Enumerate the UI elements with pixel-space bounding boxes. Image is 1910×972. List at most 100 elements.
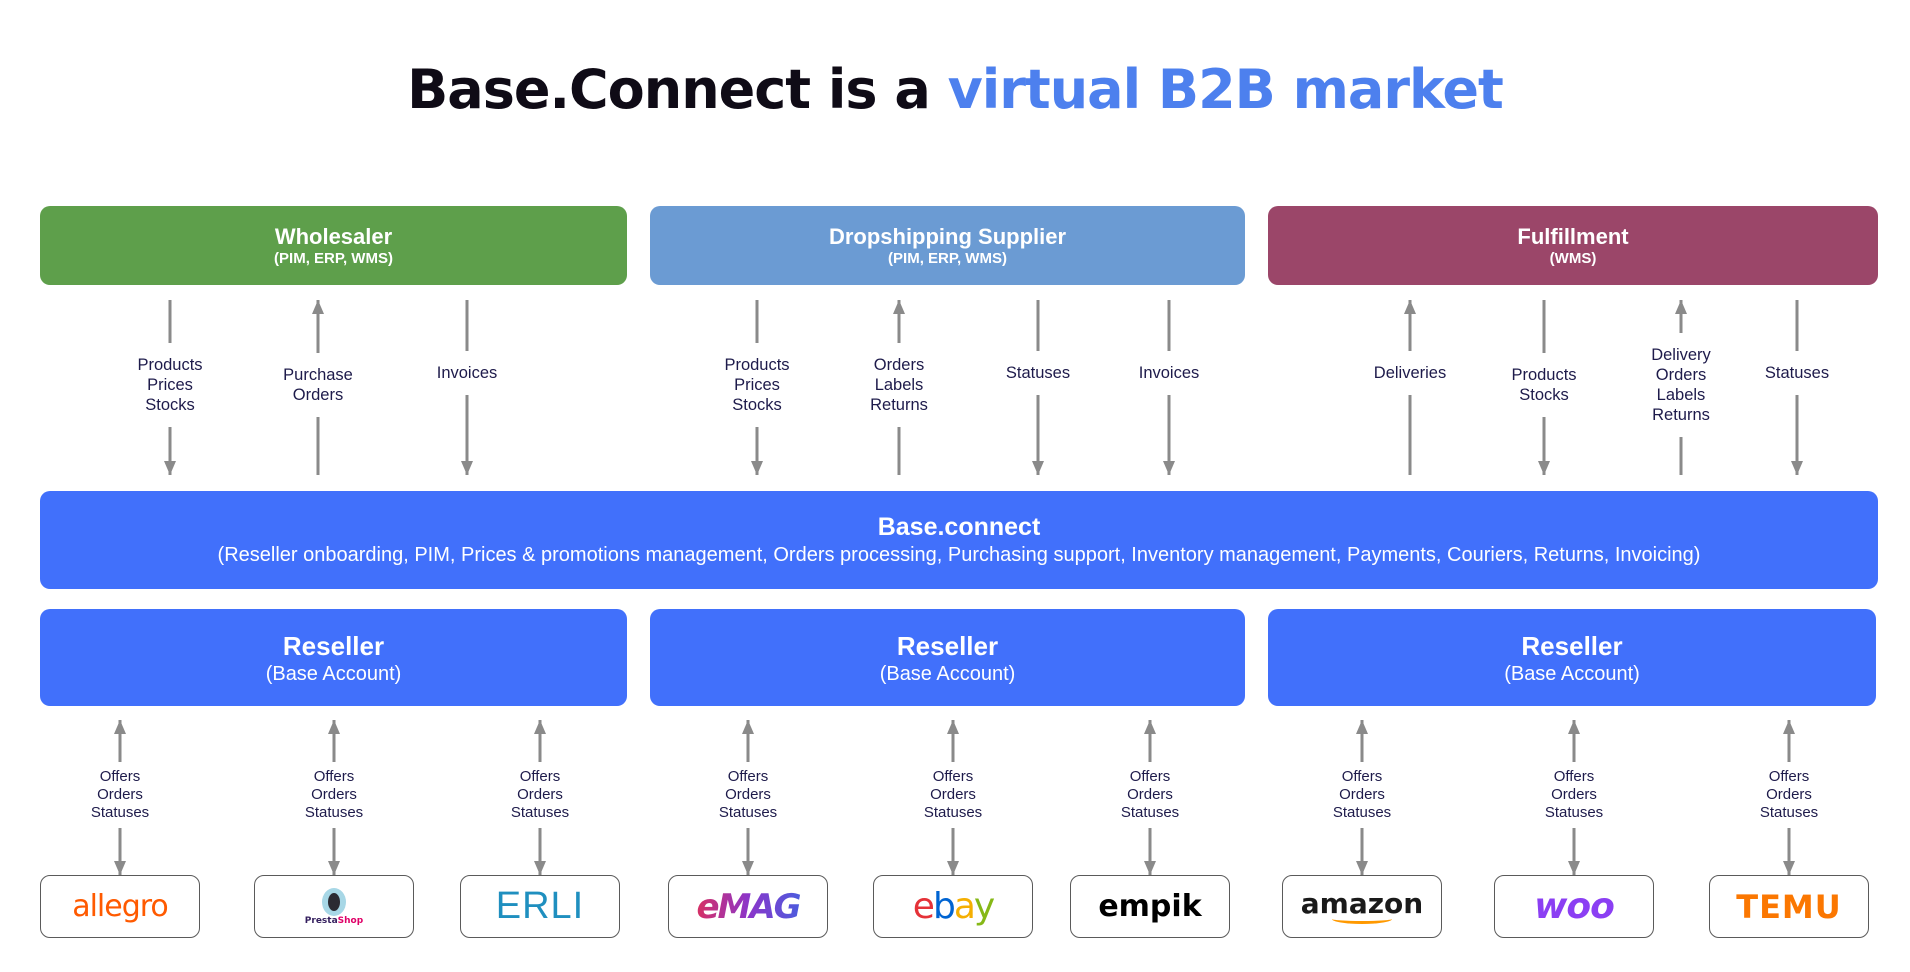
arrow-head-up bbox=[742, 720, 754, 734]
base-connect-box: Base.connect (Reseller onboarding, PIM, … bbox=[40, 491, 1878, 589]
arrow-head-down bbox=[947, 861, 959, 875]
woocommerce-logo-icon: woo bbox=[1534, 886, 1615, 927]
arrow-head-up bbox=[1568, 720, 1580, 734]
marketplace-amazon[interactable]: amazon bbox=[1282, 875, 1442, 938]
arrow-head-down bbox=[1791, 461, 1803, 475]
flow-label-line: Returns bbox=[1652, 406, 1710, 424]
flow-label-line: Offers bbox=[1129, 768, 1171, 785]
marketplace-prestashop[interactable]: PrestaShop bbox=[254, 875, 414, 938]
arrow-head-up bbox=[1356, 720, 1368, 734]
prestashop-puffin-icon bbox=[322, 887, 346, 916]
flow-label-line: Statuses bbox=[90, 804, 150, 821]
arrow-head-down bbox=[164, 461, 176, 475]
arrow-head-down bbox=[534, 861, 546, 875]
marketplace-temu[interactable]: TEMU bbox=[1709, 875, 1869, 938]
flow-label-line: Labels bbox=[1656, 386, 1706, 404]
arrow-head-up bbox=[893, 300, 905, 314]
dropshipping-supplier-box: Dropshipping Supplier (PIM, ERP, WMS) bbox=[650, 206, 1245, 285]
flow-label-line: Statuses bbox=[1332, 804, 1392, 821]
arrow-head-up bbox=[534, 720, 546, 734]
flow-label-line: Statuses bbox=[304, 804, 364, 821]
flow-label-line: Offers bbox=[313, 768, 355, 785]
flow-label-line: Invoices bbox=[1138, 364, 1200, 382]
reseller-name: Reseller bbox=[896, 630, 999, 661]
flow-label-line: Prices bbox=[734, 376, 780, 394]
marketplace-empik[interactable]: empik bbox=[1070, 875, 1230, 938]
flow-label-line: Statuses bbox=[1764, 364, 1830, 382]
flow-label-line: Orders bbox=[517, 786, 563, 803]
flow-label-line: Orders bbox=[1766, 786, 1812, 803]
arrow-head-down bbox=[1163, 461, 1175, 475]
flow-label-line: Offers bbox=[99, 768, 141, 785]
flow-label-line: Orders bbox=[292, 386, 344, 404]
marketplace-ebay[interactable]: ebay bbox=[873, 875, 1033, 938]
wholesaler-box: Wholesaler (PIM, ERP, WMS) bbox=[40, 206, 627, 285]
flow-label-line: Statuses bbox=[1544, 804, 1604, 821]
arrow-head-down bbox=[114, 861, 126, 875]
arrow-head-up bbox=[947, 720, 959, 734]
flow-label-line: Orders bbox=[311, 786, 357, 803]
supplier-flow-label: Statuses bbox=[1006, 363, 1070, 383]
flow-label-line: Stocks bbox=[145, 396, 195, 414]
ebay-logo-icon: ebay bbox=[912, 886, 995, 927]
marketplace-emag[interactable]: eMAG bbox=[668, 875, 828, 938]
marketplace-woocommerce[interactable]: woo bbox=[1494, 875, 1654, 938]
title-highlight: virtual B2B market bbox=[947, 58, 1504, 121]
flow-label-line: Invoices bbox=[436, 364, 498, 382]
empik-logo-icon: empik bbox=[1098, 889, 1202, 924]
flow-label-line: Statuses bbox=[1120, 804, 1180, 821]
amazon-smile-icon bbox=[1332, 914, 1392, 924]
arrow-head-down bbox=[1568, 861, 1580, 875]
flow-label-line: Offers bbox=[727, 768, 769, 785]
marketplace-erli[interactable]: ERLI bbox=[460, 875, 620, 938]
base-connect-features: (Reseller onboarding, PIM, Prices & prom… bbox=[217, 544, 1701, 566]
arrow-head-down bbox=[751, 461, 763, 475]
flow-label-line: Orders bbox=[1655, 366, 1707, 384]
temu-logo-icon: TEMU bbox=[1736, 887, 1842, 926]
arrow-head-down bbox=[1783, 861, 1795, 875]
allegro-logo-icon: allegro bbox=[72, 889, 169, 924]
flow-label-line: Products bbox=[137, 356, 203, 374]
reseller-name: Reseller bbox=[1521, 630, 1623, 661]
title-prefix: Base.Connect is a bbox=[407, 58, 948, 121]
arrow-head-down bbox=[742, 861, 754, 875]
arrow-head-down bbox=[1032, 461, 1044, 475]
fulfillment-name: Fulfillment bbox=[1517, 223, 1629, 249]
arrow-head-down bbox=[461, 461, 473, 475]
emag-logo-icon: eMAG bbox=[696, 886, 800, 927]
supplier-flow-label: Deliveries bbox=[1374, 363, 1446, 383]
flow-label-line: Stocks bbox=[732, 396, 782, 414]
arrow-head-up bbox=[114, 720, 126, 734]
flow-label-line: Statuses bbox=[510, 804, 570, 821]
flow-label-line: Products bbox=[1511, 366, 1577, 384]
arrow-head-up bbox=[1404, 300, 1416, 314]
reseller-box: Reseller (Base Account) bbox=[40, 609, 627, 706]
flow-label-line: Statuses bbox=[1005, 364, 1071, 382]
marketplace-allegro[interactable]: allegro bbox=[40, 875, 200, 938]
flow-label-line: Offers bbox=[1341, 768, 1383, 785]
arrow-head-up bbox=[328, 720, 340, 734]
flow-label-line: Orders bbox=[1339, 786, 1385, 803]
flow-label-line: Products bbox=[724, 356, 790, 374]
fulfillment-systems: (WMS) bbox=[1549, 249, 1597, 267]
dropshipping-supplier-name: Dropshipping Supplier bbox=[828, 223, 1067, 249]
reseller-account: (Base Account) bbox=[1504, 662, 1640, 685]
flow-label-line: Orders bbox=[873, 356, 925, 374]
flow-label-line: Returns bbox=[870, 396, 928, 414]
flow-label-line: Statuses bbox=[1759, 804, 1819, 821]
flow-label-line: Purchase bbox=[283, 366, 353, 384]
reseller-box: Reseller (Base Account) bbox=[650, 609, 1245, 706]
flow-label-line: Statuses bbox=[718, 804, 778, 821]
